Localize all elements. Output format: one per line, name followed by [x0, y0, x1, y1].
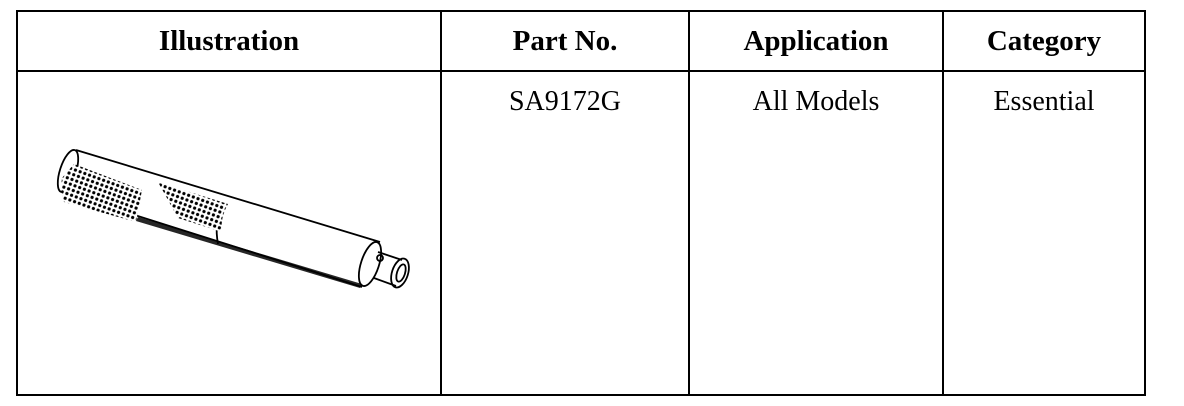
part-no-cell: SA9172G — [440, 70, 690, 396]
header-category: Category — [942, 10, 1146, 72]
parts-table: Illustration Part No. Application Catego… — [16, 10, 1146, 396]
header-part-no: Part No. — [440, 10, 690, 72]
application-cell: All Models — [688, 70, 944, 396]
header-application: Application — [688, 10, 944, 72]
table-header-row: Illustration Part No. Application Catego… — [16, 10, 1146, 72]
category-cell: Essential — [942, 70, 1146, 396]
tool-illustration-icon — [56, 149, 410, 289]
table-row: SA9172G All Models Essential — [16, 70, 1146, 396]
illustration-cell — [16, 70, 442, 396]
header-illustration: Illustration — [16, 10, 442, 72]
